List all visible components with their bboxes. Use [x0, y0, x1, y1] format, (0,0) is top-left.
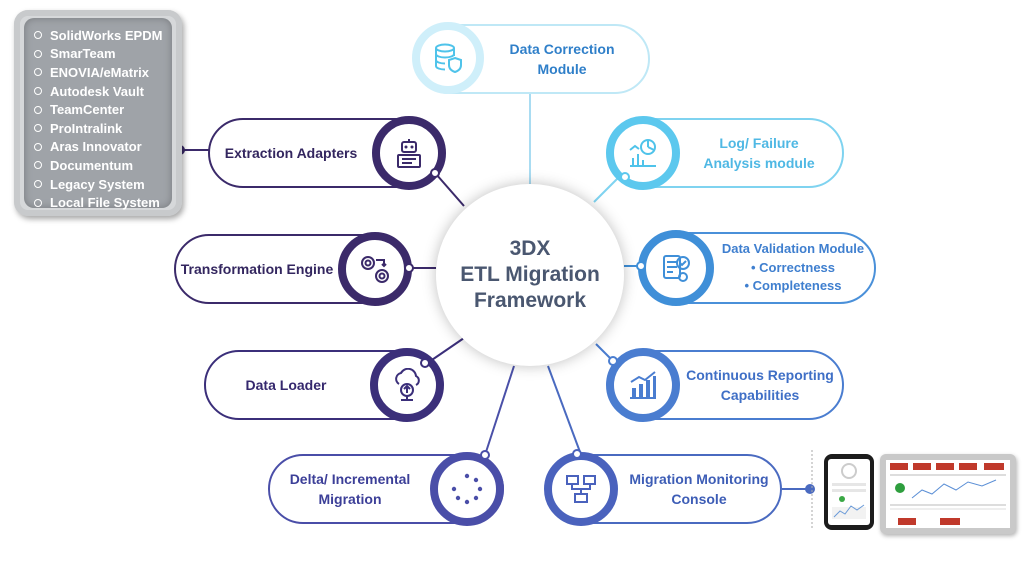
flowchart-icon: [544, 452, 618, 526]
connector-knob: [430, 168, 440, 178]
list-item: ProIntralink: [34, 119, 172, 138]
list-item: SmarTeam: [34, 45, 172, 64]
database-shield-icon: [412, 22, 484, 94]
bullet-icon: [34, 161, 42, 170]
list-item: Aras Innovator: [34, 138, 172, 157]
loading-dots-icon: [430, 452, 504, 526]
list-item: SolidWorks EPDM: [34, 26, 172, 45]
robot-adapter-icon: [372, 116, 446, 190]
list-item: ENOVIA/eMatrix: [34, 63, 172, 82]
bullet-icon: [34, 180, 42, 189]
list-item: Local File System: [34, 193, 172, 212]
connector-knob: [608, 356, 618, 366]
bar-chart-icon: [606, 348, 680, 422]
connector-knob: [480, 450, 490, 460]
connector-knob: [636, 261, 646, 271]
list-item: Documentum: [34, 156, 172, 175]
list-item: Legacy System: [34, 175, 172, 194]
bullet-icon: [34, 68, 42, 77]
bullet-icon: [34, 142, 42, 151]
desktop-dashboard-image: [890, 463, 1006, 525]
connector-knob: [620, 172, 630, 182]
desktop-dashboard-preview: [880, 454, 1016, 534]
list-item: TeamCenter: [34, 100, 172, 119]
center-title-line1: 3DX: [509, 237, 551, 260]
checklist-gear-icon: [638, 230, 714, 306]
mobile-dashboard-image: [832, 463, 866, 519]
cloud-upload-icon: [370, 348, 444, 422]
bullet-icon: [34, 105, 42, 114]
source-systems-panel: SolidWorks EPDM SmarTeam ENOVIA/eMatrix …: [14, 10, 182, 216]
connector-knob: [404, 263, 414, 273]
list-item: Autodesk Vault: [34, 82, 172, 101]
bullet-icon: [34, 49, 42, 58]
bullet-icon: [34, 124, 42, 133]
framework-center-circle: 3DX ETL Migration Framework: [436, 184, 624, 366]
center-title-line3: Framework: [473, 289, 587, 312]
mobile-dashboard-preview: [824, 454, 874, 530]
transform-icon: [338, 232, 412, 306]
center-title-line2: ETL Migration: [460, 263, 600, 286]
bullet-icon: [34, 87, 42, 96]
source-systems-list: SolidWorks EPDM SmarTeam ENOVIA/eMatrix …: [24, 18, 172, 212]
analytics-icon: [606, 116, 680, 190]
bullet-icon: [34, 31, 42, 40]
connector-knob: [420, 358, 430, 368]
connector-knob: [572, 449, 582, 459]
bullet-icon: [34, 198, 42, 207]
